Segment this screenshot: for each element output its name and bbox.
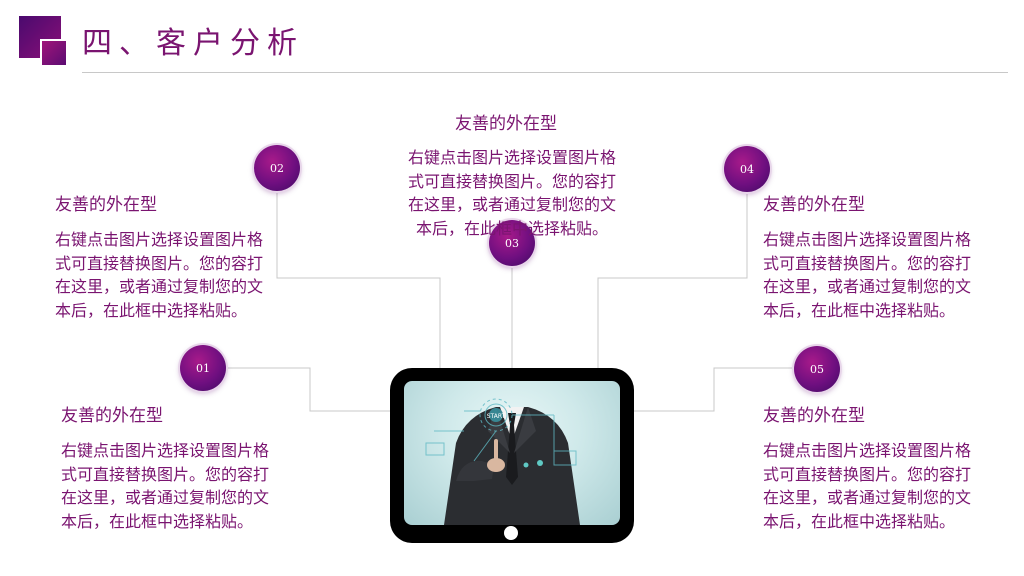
connector-04	[597, 191, 748, 368]
card-05-body: 右键点击图片选择设置图片格式可直接替换图片。您的容打在这里，或者通过复制您的文本…	[763, 441, 972, 531]
card-05-title: 友善的外在型	[763, 406, 865, 426]
card-02-body: 右键点击图片选择设置图片格式可直接替换图片。您的容打在这里，或者通过复制您的文本…	[55, 230, 264, 320]
card-03-title: 友善的外在型	[455, 114, 557, 134]
badge-03: 03	[489, 220, 535, 266]
badge-01: 01	[180, 345, 226, 391]
tablet-home-button	[504, 526, 518, 540]
businessman-illustration: START	[425, 398, 580, 525]
start-button-label: START	[487, 413, 506, 420]
card-04-body: 右键点击图片选择设置图片格式可直接替换图片。您的容打在这里，或者通过复制您的文本…	[763, 230, 972, 320]
badge-04: 04	[724, 146, 770, 192]
connector-05	[634, 367, 794, 412]
card-01-body: 右键点击图片选择设置图片格式可直接替换图片。您的容打在这里，或者通过复制您的文本…	[61, 441, 270, 531]
page-title: 四、客户分析	[82, 26, 304, 61]
badge-05: 05	[794, 346, 840, 392]
title-divider	[82, 72, 1008, 73]
tablet-frame: START	[390, 368, 634, 543]
badge-02: 02	[254, 145, 300, 191]
business-photo: START	[404, 381, 620, 525]
card-02-title: 友善的外在型	[55, 195, 157, 215]
card-03-body: 右键点击图片选择设置图片格式可直接替换图片。您的容打在这里，或者通过复制您的文本…	[407, 148, 616, 238]
card-01-title: 友善的外在型	[61, 406, 163, 426]
connector-01	[226, 367, 390, 412]
logo-square-front	[40, 39, 68, 67]
connector-02	[276, 190, 441, 368]
card-04-title: 友善的外在型	[763, 195, 865, 215]
